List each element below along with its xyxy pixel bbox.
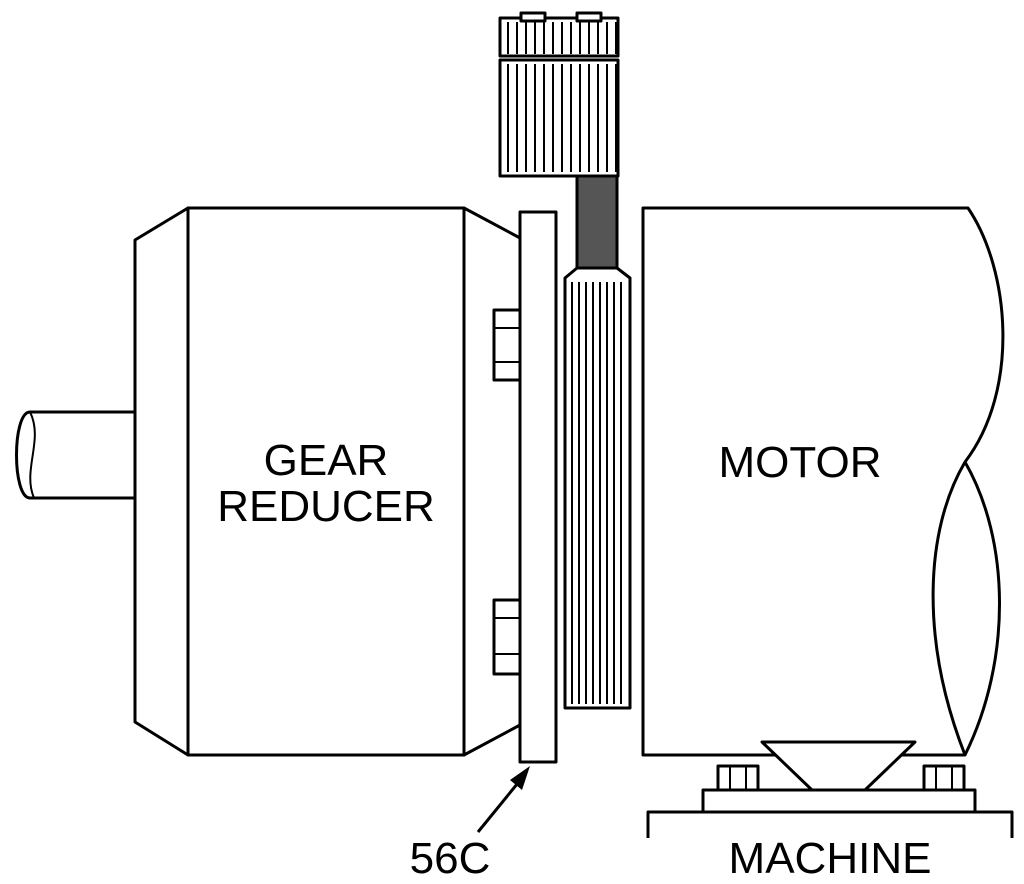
machine-label: MACHINE bbox=[728, 834, 932, 883]
gear-reducer-label: GEAR REDUCER bbox=[188, 438, 464, 530]
gear-reducer-label-line1: GEAR bbox=[263, 436, 389, 485]
flange-pointer-arrow bbox=[476, 766, 530, 833]
flange-bolt-upper bbox=[492, 308, 522, 382]
coupling-shaft bbox=[498, 11, 632, 710]
flange-bolt-lower bbox=[492, 598, 522, 676]
machine-base bbox=[646, 810, 1014, 838]
motor-label: MOTOR bbox=[718, 438, 882, 487]
gear-reducer-body bbox=[133, 206, 522, 757]
output-shaft bbox=[15, 410, 137, 500]
motor-body bbox=[641, 206, 1005, 757]
flange-56c bbox=[518, 210, 558, 764]
motor-mount bbox=[701, 740, 977, 814]
gear-reducer-label-line2: REDUCER bbox=[217, 482, 435, 531]
flange-label: 56C bbox=[409, 834, 491, 883]
